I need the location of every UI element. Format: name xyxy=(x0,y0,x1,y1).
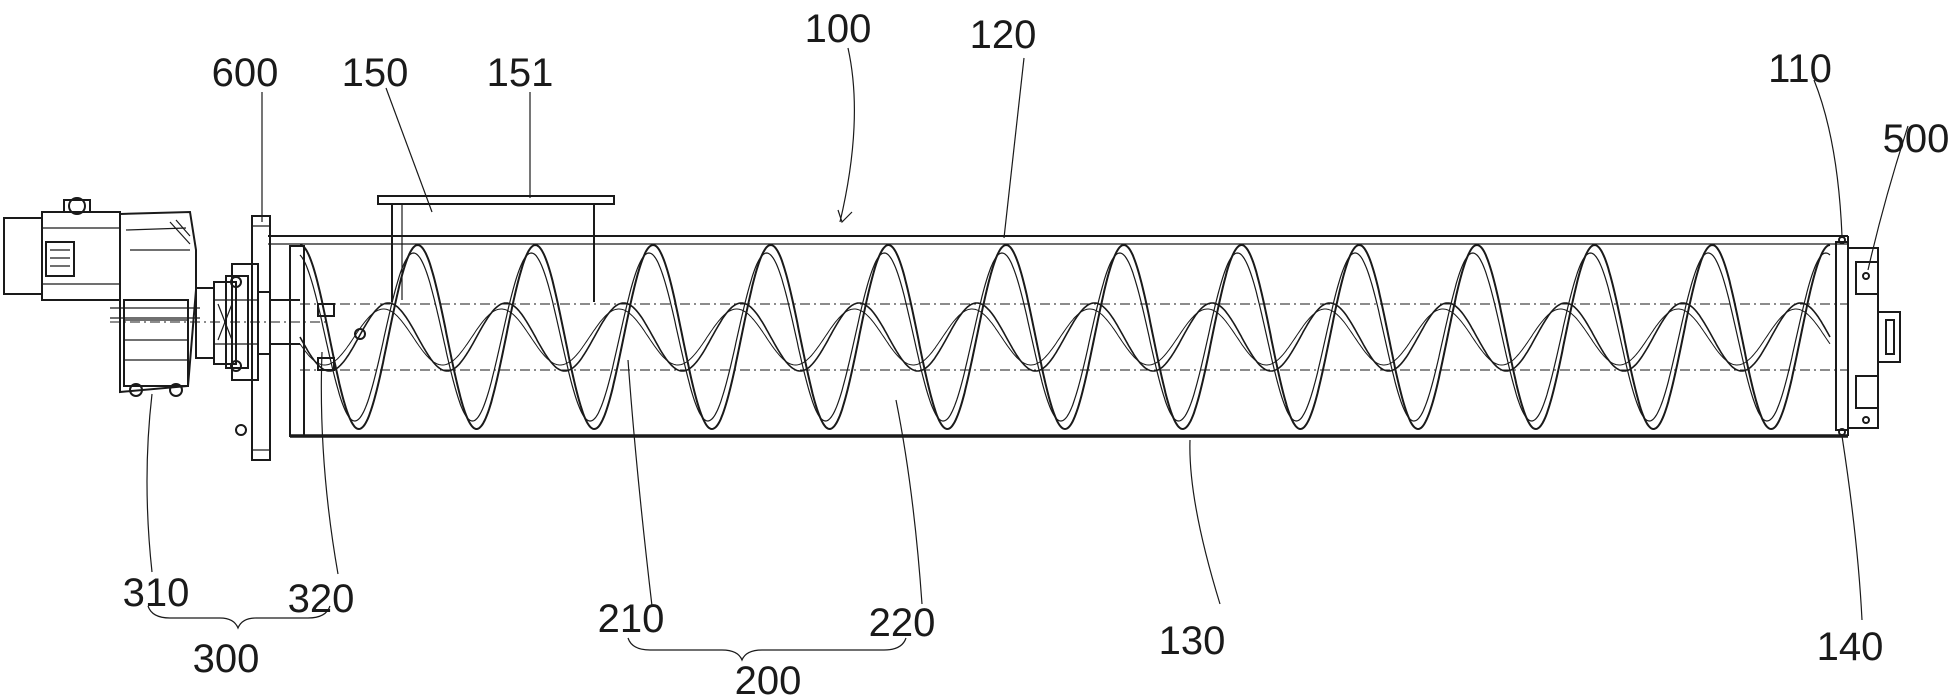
end-bearing xyxy=(1838,236,1901,436)
motor xyxy=(3,197,121,301)
trough-housing xyxy=(268,235,1849,438)
reference-numerals: 100 120 110 500 600 150 151 310 320 300 … xyxy=(123,7,1950,700)
label-220: 220 xyxy=(869,601,936,645)
label-151: 151 xyxy=(487,51,554,95)
label-150: 150 xyxy=(342,51,409,95)
spiral-blade-edge xyxy=(299,308,1831,366)
leader-lines xyxy=(146,47,1909,662)
label-100: 100 xyxy=(805,7,872,51)
feed-inlet xyxy=(377,195,615,302)
label-120: 120 xyxy=(970,13,1037,57)
screw-shaft xyxy=(300,303,1848,371)
label-500: 500 xyxy=(1883,117,1950,161)
label-130: 130 xyxy=(1159,619,1226,663)
spiral-blade xyxy=(299,243,1831,431)
label-320: 320 xyxy=(288,577,355,621)
spiral-blade-edge xyxy=(299,302,1831,372)
label-600: 600 xyxy=(212,51,279,95)
spiral-blade-edge xyxy=(299,243,1831,431)
label-210: 210 xyxy=(598,597,665,641)
label-200: 200 xyxy=(735,659,802,695)
coupling-bearing xyxy=(110,263,330,381)
mounting-plate xyxy=(235,215,305,461)
label-140: 140 xyxy=(1817,625,1884,669)
label-300: 300 xyxy=(193,637,260,681)
label-310: 310 xyxy=(123,571,190,615)
label-110: 110 xyxy=(1768,47,1832,91)
spiral-blade-edge xyxy=(299,252,1831,422)
gear-reducer xyxy=(110,210,200,397)
